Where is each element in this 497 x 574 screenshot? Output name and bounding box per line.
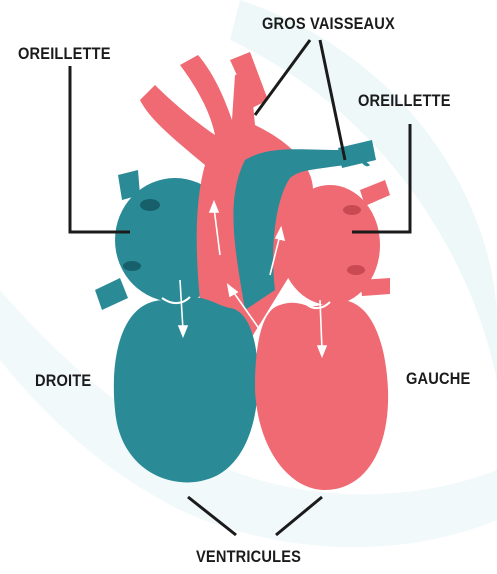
right-ventricle xyxy=(114,297,258,482)
label-ventricules: VENTRICULES xyxy=(196,548,301,565)
label-oreillette-left: OREILLETTE xyxy=(18,45,111,62)
label-droite: DROITE xyxy=(35,372,91,389)
label-oreillette-right: OREILLETTE xyxy=(358,92,451,109)
label-gros-vaisseaux: GROS VAISSEAUX xyxy=(262,15,395,32)
line-oreillette-left xyxy=(70,66,130,232)
label-gauche: GAUCHE xyxy=(406,370,470,387)
